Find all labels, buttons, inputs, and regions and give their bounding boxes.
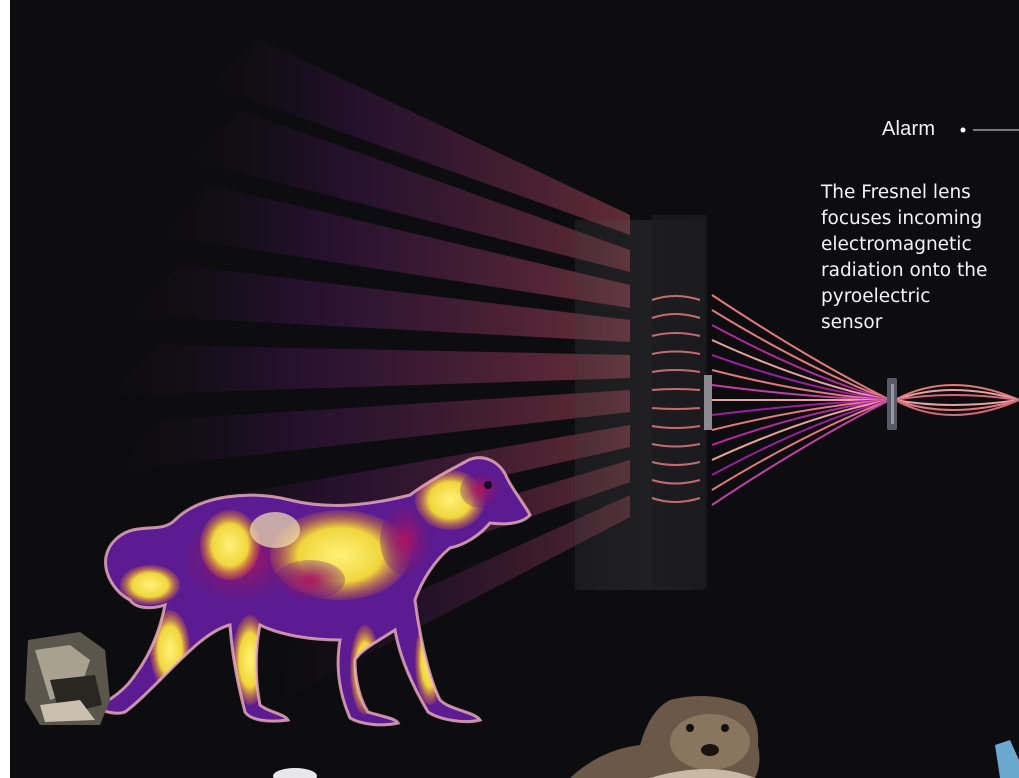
pir-sensor-illustration [10, 0, 1019, 778]
caption-line: radiation onto the [821, 258, 1019, 284]
fresnel-lens-icon [575, 215, 712, 590]
alarm-label: Alarm [882, 118, 935, 141]
rock-photo-icon [25, 632, 110, 725]
caption-line: The Fresnel lens [821, 180, 1019, 206]
diagram-canvas: Alarm The Fresnel lens focuses incoming … [10, 0, 1019, 778]
caption-line: electromagnetic [821, 232, 1019, 258]
caption-line: sensor [821, 310, 1019, 336]
otter-photo-icon [570, 696, 759, 778]
fresnel-caption: The Fresnel lens focuses incoming electr… [821, 180, 1019, 336]
caption-line: focuses incoming [821, 206, 1019, 232]
caption-line: pyroelectric [821, 284, 1019, 310]
alarm-connector-line [961, 128, 1019, 133]
pyroelectric-sensor-icon [887, 378, 897, 430]
